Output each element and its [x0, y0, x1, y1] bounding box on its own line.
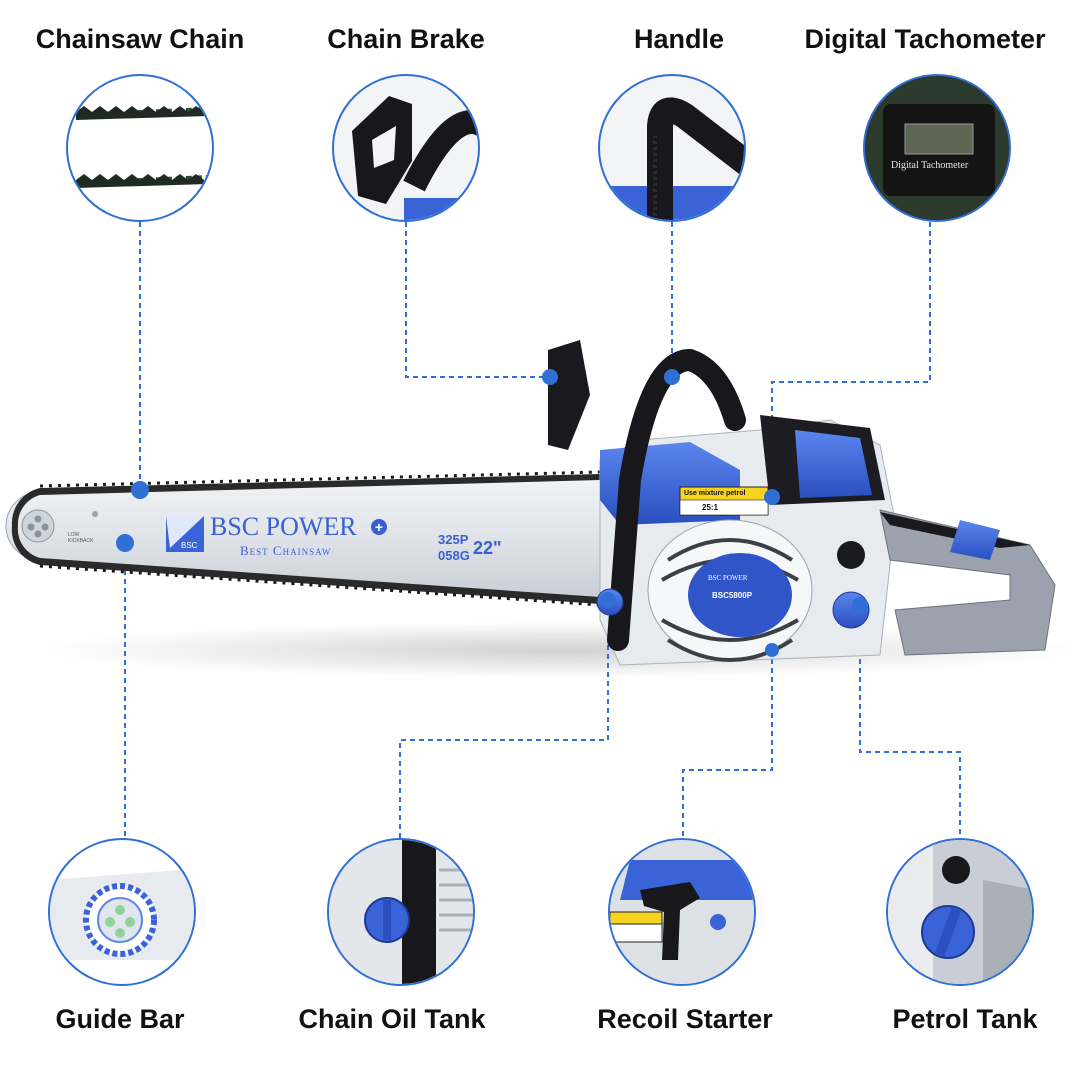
tachometer-label: Digital Tachometer [891, 160, 969, 171]
starter-cover-model: BSC5800P [712, 591, 753, 600]
callout-label-recoil-starter: Recoil Starter [597, 1004, 773, 1034]
digital-tachometer-detail-circle: Digital Tachometer [863, 74, 1011, 222]
callout-label-chainsaw-chain: Chainsaw Chain [35, 24, 245, 54]
fuel-mix-ratio: 25:1 [702, 503, 719, 512]
guide-bar-logo-mark: BSC [181, 541, 198, 550]
handle-icon [600, 97, 744, 220]
handle-detail-circle [598, 74, 746, 222]
chainsaw-chain-detail-circle [66, 74, 214, 222]
guide-bar-code-1: 325P [438, 532, 469, 547]
fuel-cap-icon [888, 840, 1032, 984]
guide-bar-brand: BSC POWER [210, 512, 357, 541]
chain-oil-tank-detail-circle [327, 838, 475, 986]
guide-bar-brand-plus-icon: + [371, 519, 387, 535]
callout-label-chain-oil-tank: Chain Oil Tank [298, 1004, 486, 1034]
kickback-note: LOW KICKBACK [68, 532, 94, 544]
oil-cap-icon [329, 840, 473, 984]
guide-bar-length: 22" [473, 538, 502, 558]
callout-label-chain-brake: Chain Brake [327, 24, 485, 54]
callout-label-petrol-tank: Petrol Tank [892, 1004, 1038, 1034]
guide-bar-tagline: Best Chainsaw [240, 543, 332, 558]
petrol-tank-detail-circle [886, 838, 1034, 986]
starter-cover-brand: BSC POWER [708, 574, 748, 582]
tachometer-icon [865, 76, 1009, 220]
fuel-warning-label: Use mixture petrol [684, 490, 746, 497]
sprocket-icon [50, 870, 194, 960]
chain-brake-detail-circle [332, 74, 480, 222]
chain-brake-icon [352, 96, 478, 220]
starter-grip-icon [610, 840, 754, 984]
callout-label-digital-tachometer: Digital Tachometer [804, 24, 1046, 54]
callout-label-guide-bar: Guide Bar [55, 1004, 185, 1034]
callout-label-handle: Handle [633, 24, 725, 54]
chain-icon [75, 106, 209, 188]
guide-bar-detail-circle [48, 838, 196, 986]
recoil-starter-detail-circle [608, 838, 756, 986]
guide-bar-code-2: 058G [438, 548, 470, 563]
